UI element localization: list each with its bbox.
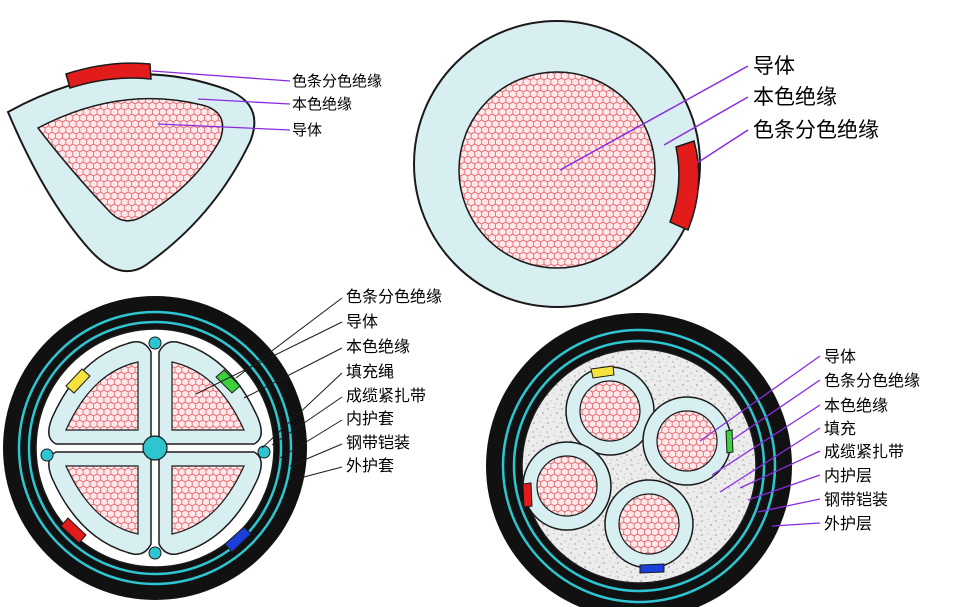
filler-rope [148, 336, 162, 350]
sector-core [48, 451, 152, 556]
leader-line [771, 522, 821, 527]
label-natural-insulation: 本色绝缘 [292, 95, 352, 113]
round-core-diagram: 导体 本色绝缘 色条分色绝缘 [413, 20, 879, 308]
leader-line [559, 65, 749, 171]
label-conductor: 导体 [346, 312, 378, 331]
stripe-yellow [590, 365, 615, 379]
stripe-blue [639, 563, 665, 574]
label-colored-insulation: 色条分色绝缘 [292, 72, 382, 90]
label-natural-insulation: 本色绝缘 [824, 396, 888, 415]
label-outer-layer: 外护层 [824, 514, 872, 533]
stripe-green [215, 369, 241, 394]
leader-line [157, 123, 291, 131]
leader-line [731, 379, 821, 441]
leader-line [719, 427, 821, 493]
round-core-conductor [536, 455, 598, 517]
round-core-conductor [579, 380, 641, 442]
leader-line [699, 355, 821, 442]
sector-core [158, 340, 262, 445]
label-natural-insulation: 本色绝缘 [346, 337, 410, 356]
leader-line [243, 347, 343, 399]
four-core-sector-cable: 色条分色绝缘 导体 本色绝缘 填充绳 成缆紧扎带 内护套 钢带铠装 外护套 [3, 287, 442, 600]
leader-line [299, 466, 343, 479]
leader-line [197, 98, 291, 105]
leader-line [711, 404, 821, 476]
label-conductor: 导体 [824, 347, 856, 366]
stripe-yellow [65, 368, 91, 394]
filler-rope [148, 546, 162, 560]
label-filler: 填充 [824, 419, 856, 438]
label-inner-sheath: 内护套 [346, 409, 394, 428]
leader-line [151, 70, 291, 82]
sector-core [158, 451, 262, 556]
round-core-conductor [656, 410, 718, 472]
armor-ring [501, 328, 777, 604]
label-binding-tape: 成缆紧扎带 [824, 442, 904, 461]
sector-color-stripe [65, 62, 152, 89]
sector-core [48, 340, 152, 445]
label-colored-insulation: 色条分色绝缘 [753, 118, 879, 142]
label-natural-insulation: 本色绝缘 [753, 85, 837, 109]
label-steel-tape-armor: 钢带铠装 [346, 433, 410, 452]
label-steel-tape-armor: 钢带铠装 [824, 490, 888, 509]
inner-sheath-ring [27, 320, 283, 576]
leader-line [271, 396, 343, 446]
leader-line [739, 450, 821, 489]
label-colored-insulation: 色条分色绝缘 [346, 287, 442, 306]
stripe-blue [224, 526, 252, 553]
round-conductor [458, 71, 656, 269]
round-core-conductor [618, 493, 680, 555]
leader-line [757, 498, 821, 513]
leader-line [235, 297, 343, 379]
center-filler-rope [142, 435, 168, 461]
leader-line [747, 474, 821, 501]
stripe-red [60, 517, 87, 544]
leader-line [195, 321, 343, 395]
label-colored-insulation: 色条分色绝缘 [824, 371, 920, 390]
sector-conductor [36, 97, 224, 222]
round-color-stripe [669, 140, 700, 232]
leader-line [261, 372, 343, 449]
four-core-round-cable: 导体 色条分色绝缘 本色绝缘 填充 成缆紧扎带 内护层 钢带铠装 外护层 [486, 313, 920, 607]
filler-rope [40, 448, 54, 462]
sector-core-diagram: 色条分色绝缘 本色绝缘 导体 [6, 62, 382, 272]
label-binding-tape: 成缆紧扎带 [346, 386, 426, 405]
label-inner-layer: 内护层 [824, 466, 872, 485]
label-conductor: 导体 [753, 54, 795, 78]
core-group [48, 340, 262, 556]
label-conductor: 导体 [292, 121, 322, 139]
leader-line [289, 443, 343, 467]
leader-line [279, 419, 343, 459]
inner-sheath-ring [512, 339, 766, 593]
leader-line [696, 129, 749, 164]
label-outer-sheath: 外护套 [346, 456, 394, 475]
stripe-green [725, 429, 734, 454]
label-filler-rope: 填充绳 [346, 362, 394, 381]
stripe-red [522, 482, 533, 508]
armor-ring [17, 310, 293, 586]
filler-rope [257, 445, 271, 459]
leader-line [663, 96, 749, 146]
